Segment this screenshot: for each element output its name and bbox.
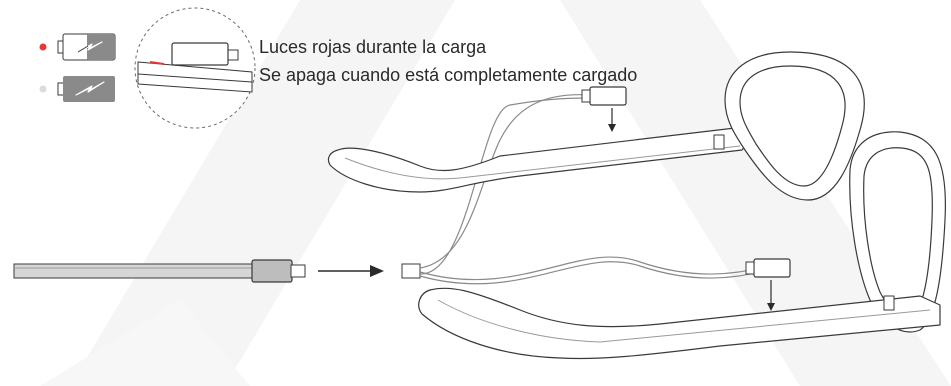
top-magnetic-connector — [581, 86, 627, 132]
cable-splitter — [401, 263, 421, 279]
charging-cables — [419, 94, 761, 285]
charged-led-dot — [39, 85, 47, 93]
legend-text: Luces rojas durante la carga Se apaga cu… — [259, 33, 637, 89]
watermark-corner — [40, 300, 250, 386]
charging-led-dot — [39, 43, 47, 51]
watermark-stripe-right — [560, 0, 951, 386]
bottom-magnetic-connector — [745, 258, 791, 311]
glasses-icon — [327, 51, 947, 360]
watermark-stripe-left — [70, 0, 455, 386]
legend-charged-text: Se apaga cuando está completamente carga… — [259, 65, 638, 85]
usb-cable-icon — [13, 259, 306, 283]
battery-charging-icon — [57, 33, 116, 61]
legend-charging-text: Luces rojas durante la carga — [259, 37, 487, 57]
battery-full-icon — [57, 76, 115, 102]
magnified-connector-detail — [134, 7, 256, 129]
arrow-right-icon — [318, 265, 384, 277]
